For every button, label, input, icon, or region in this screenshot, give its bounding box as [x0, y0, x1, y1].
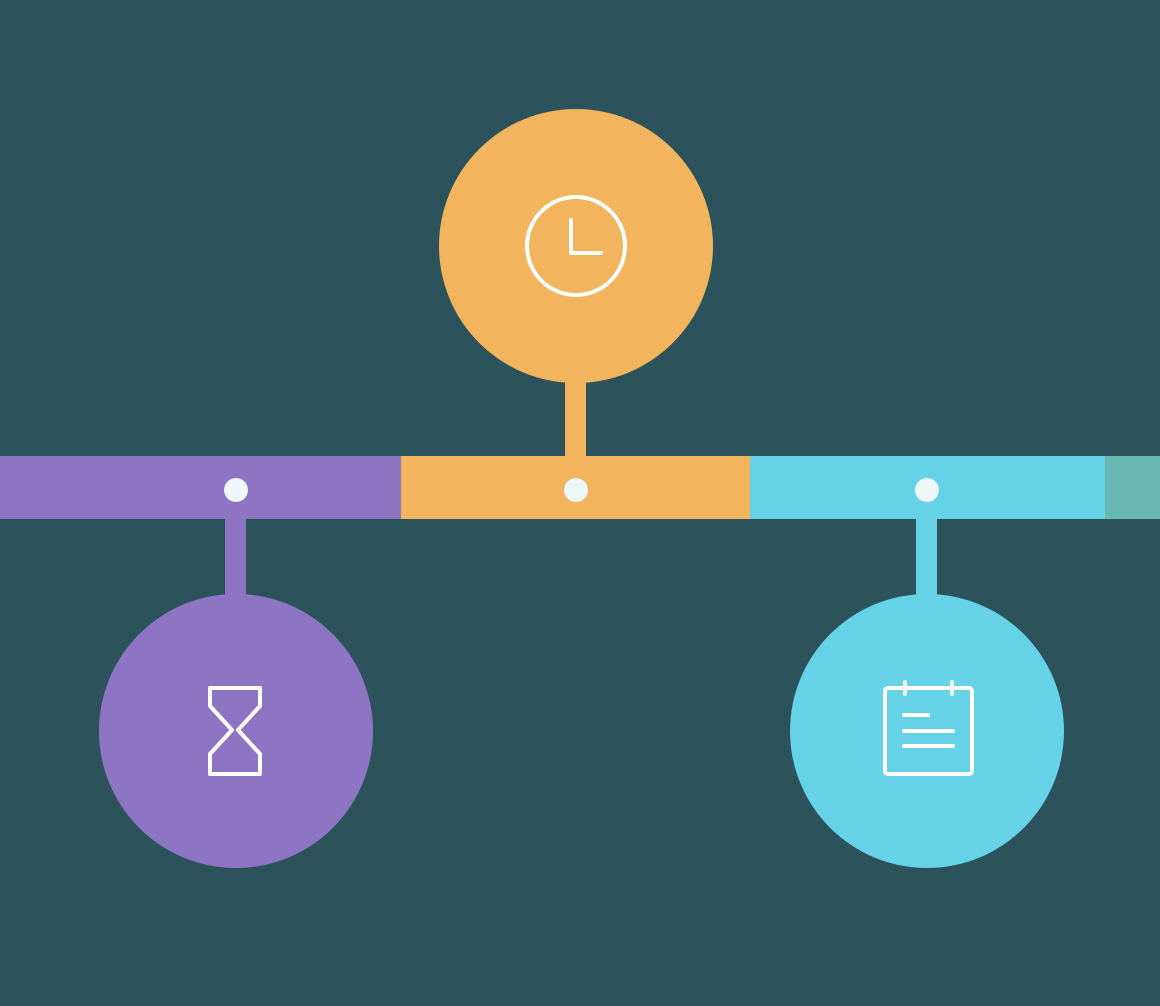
clock-icon: [525, 195, 627, 297]
connector-stem: [916, 515, 937, 605]
milestone-circle: [439, 109, 713, 383]
timeline-segment-teal: [1105, 456, 1160, 519]
connector-stem: [565, 372, 586, 467]
milestone-hourglass: [99, 478, 373, 868]
notepad-icon: [883, 680, 974, 776]
connector-stem: [225, 515, 246, 605]
milestone-clock: [439, 109, 713, 502]
timeline-segment-purple: [0, 456, 402, 519]
timeline-node-dot: [224, 478, 248, 502]
milestone-circle: [99, 594, 373, 868]
timeline-bar: [0, 456, 1160, 519]
milestone-notepad: [790, 478, 1064, 868]
timeline-node-dot: [564, 478, 588, 502]
timeline-node-dot: [915, 478, 939, 502]
hourglass-icon: [208, 686, 262, 776]
